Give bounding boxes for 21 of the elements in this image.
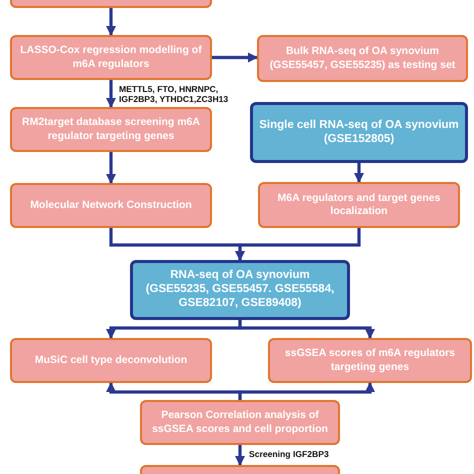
arrow	[234, 228, 361, 262]
arrow	[354, 163, 364, 184]
process-box: RM2target database screening m6A regulator targeting genes	[10, 107, 212, 152]
arrow	[106, 8, 116, 36]
dataset-box: RNA-seq of OA synovium (GSE55235, GSE55457. GSE55584, GSE82107, GSE89408)	[130, 260, 350, 320]
process-box: Pearson Correlation analysis of ssGSEA scores and cell proportion	[140, 400, 340, 445]
process-box: MuSiC cell type deconvolution	[10, 338, 212, 383]
dataset-box: Single cell RNA-seq of OA synovium (GSE152805)	[250, 102, 468, 163]
arrow	[238, 382, 376, 400]
process-box: M6A regulators and target genes localization	[258, 182, 460, 228]
process-box: ssGSEA scores of m6A regulators targeting genes	[268, 338, 472, 383]
edge-label: METTL5, FTO, HNRNPC, IGF2BP3, YTHDC1,ZC3H13	[119, 84, 230, 105]
edge-label: Screening IGF2BP3	[249, 449, 330, 460]
process-box: Bulk RNA-seq of OA synovium (GSE55457, GSE55235) as testing set	[257, 35, 468, 82]
process-box: LASSO-Cox regression modelling of m6A regulators	[10, 35, 212, 80]
arrow	[106, 152, 116, 184]
arrow	[106, 80, 116, 108]
arrow	[234, 445, 246, 466]
arrow	[212, 52, 258, 63]
process-box: Molecular Network Construction	[10, 183, 212, 228]
arrow	[238, 320, 376, 340]
